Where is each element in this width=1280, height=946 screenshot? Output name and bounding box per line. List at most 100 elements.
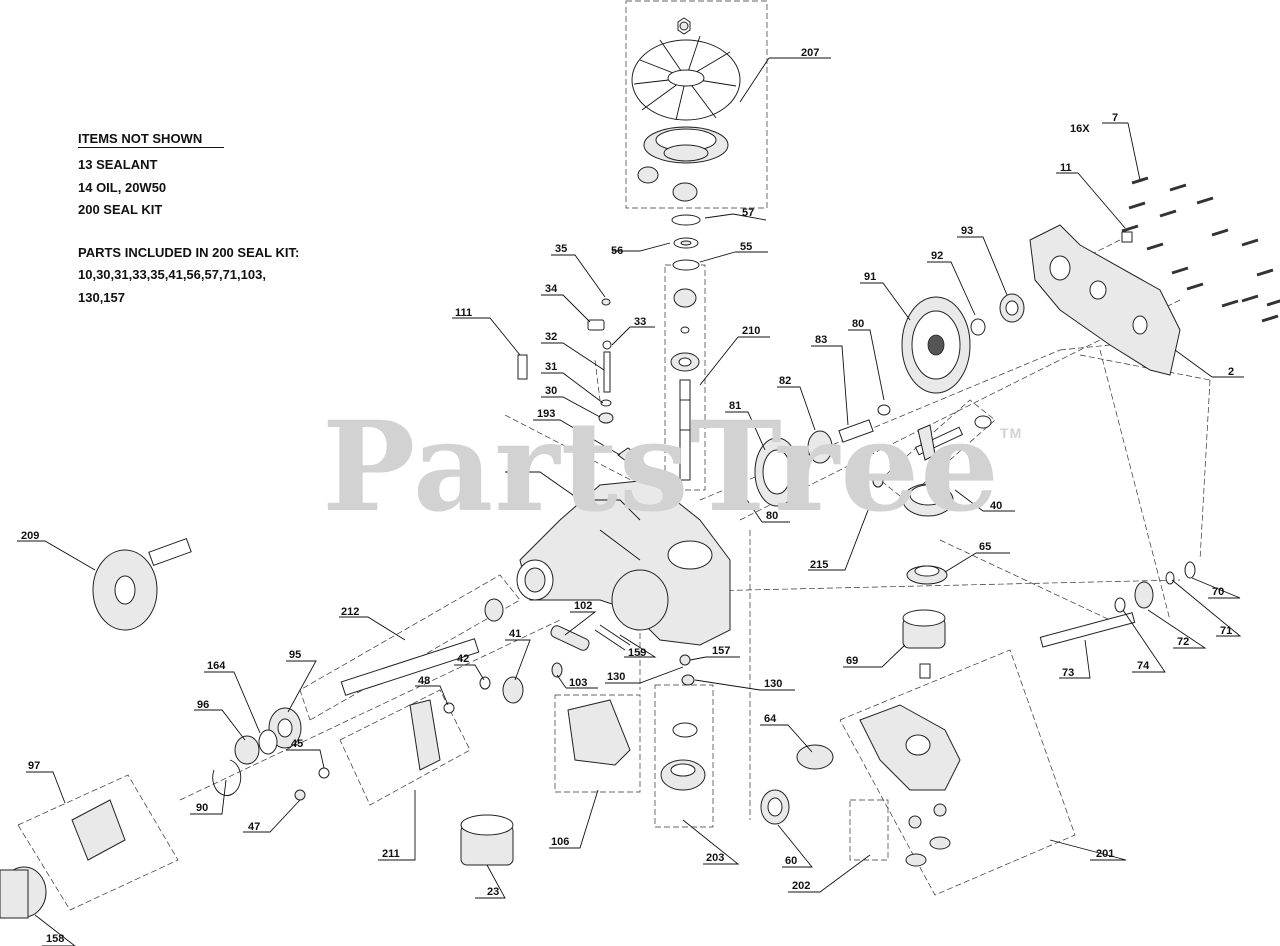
gear-train xyxy=(733,293,1025,507)
callout: 73 xyxy=(1062,667,1074,679)
callout-labels: 207 16X 7 11 57 56 55 35 34 33 32 111 31… xyxy=(21,47,1234,945)
axle-parts xyxy=(0,537,563,919)
bolt xyxy=(1266,299,1280,307)
callout: 106 xyxy=(551,836,569,848)
callout: 65 xyxy=(979,541,991,553)
bolt xyxy=(1121,224,1139,233)
bolt xyxy=(1241,238,1259,247)
callout: 207 xyxy=(801,47,819,59)
callout: 48 xyxy=(418,675,430,687)
callout: 74 xyxy=(1137,660,1150,672)
callout: 16X xyxy=(1070,123,1090,135)
callout: 102 xyxy=(574,600,592,612)
callout: 97 xyxy=(28,760,40,772)
callout: 55 xyxy=(740,241,752,253)
end-cover xyxy=(1029,224,1181,376)
callout: 57 xyxy=(742,207,754,219)
partstree-watermark: PartsTreeTM xyxy=(322,395,1022,540)
callout: 23 xyxy=(487,886,499,898)
callout: 72 xyxy=(1177,636,1189,648)
callout: 215 xyxy=(810,559,828,571)
callout: 80 xyxy=(852,318,864,330)
callout: 210 xyxy=(742,325,760,337)
callout: 35 xyxy=(555,243,567,255)
callout: 193 xyxy=(537,408,555,420)
callout: 40 xyxy=(990,500,1002,512)
bolt xyxy=(1159,209,1177,218)
callout: 95 xyxy=(289,649,301,661)
callout: 130 xyxy=(607,671,625,683)
callout: 159 xyxy=(628,647,646,659)
callout: 80 xyxy=(766,510,778,522)
shift-assembly xyxy=(872,415,992,517)
fan-pulley-assembly xyxy=(631,17,741,271)
bolt xyxy=(1146,242,1164,251)
callout: 70 xyxy=(1212,586,1224,598)
bolt xyxy=(1211,228,1229,237)
main-housing xyxy=(516,479,731,646)
items-not-shown-heading: ITEMS NOT SHOWN xyxy=(78,131,225,148)
callout: 71 xyxy=(1220,625,1232,637)
callout: 34 xyxy=(545,283,558,295)
valve-body-assembly xyxy=(760,704,961,867)
callout: 91 xyxy=(864,271,876,283)
bolt-set xyxy=(1121,176,1280,323)
bolt xyxy=(1221,299,1239,308)
callout: 164 xyxy=(207,660,226,672)
callout: 93 xyxy=(961,225,973,237)
callout: 92 xyxy=(931,250,943,262)
callout: 209 xyxy=(21,530,39,542)
seal-kit-line: 10,30,31,33,35,41,56,57,71,103, xyxy=(78,267,266,283)
callout: 11 xyxy=(1060,162,1072,174)
note-line: 13 SEALANT xyxy=(78,157,158,172)
bolt xyxy=(1241,294,1259,303)
callout: 103 xyxy=(569,677,587,689)
callout: 157 xyxy=(712,645,730,657)
callout: 47 xyxy=(248,821,260,833)
output-shaft xyxy=(1039,561,1196,648)
callout: 2 xyxy=(1228,366,1234,378)
bolt xyxy=(1256,268,1274,277)
callout: 212 xyxy=(341,606,359,618)
callout: 60 xyxy=(785,855,797,867)
watermark-text: PartsTree xyxy=(322,395,1001,540)
bolt xyxy=(1196,196,1214,205)
callout: 111 xyxy=(455,307,472,319)
callout: 30 xyxy=(545,385,557,397)
callout: 130 xyxy=(764,678,782,690)
trademark-mark: TM xyxy=(1000,425,1023,441)
callout: 64 xyxy=(764,713,777,725)
callout: 96 xyxy=(197,699,209,711)
callout: 69 xyxy=(846,655,858,667)
bolt xyxy=(1186,282,1204,291)
seal-kit-heading: PARTS INCLUDED IN 200 SEAL KIT: xyxy=(78,244,300,260)
callout: 31 xyxy=(545,361,557,373)
callout: 41 xyxy=(509,628,521,640)
callout: 45 xyxy=(291,738,303,750)
callout: 56 xyxy=(611,245,623,257)
callout: 82 xyxy=(779,375,791,387)
seal-kit-line: 130,157 xyxy=(78,289,125,305)
callout: 42 xyxy=(457,653,469,665)
callout: 33 xyxy=(634,316,646,328)
callout: 7 xyxy=(1112,112,1118,124)
callout: 1 xyxy=(508,461,514,473)
note-line: 200 SEAL KIT xyxy=(78,202,163,218)
bolt xyxy=(1169,183,1187,192)
bolt xyxy=(1171,266,1189,275)
callout: 201 xyxy=(1096,848,1114,860)
callout: 32 xyxy=(545,331,557,343)
callout: 211 xyxy=(382,848,400,860)
callout: 90 xyxy=(196,802,208,814)
input-shaft xyxy=(670,288,700,481)
note-line: 14 OIL, 20W50 xyxy=(78,179,167,195)
callout: 158 xyxy=(46,933,64,945)
bolt xyxy=(1131,176,1149,185)
leader-lines xyxy=(17,57,1244,946)
control-parts xyxy=(517,298,639,465)
callout: 202 xyxy=(792,880,810,892)
callout: 83 xyxy=(815,334,827,346)
brake-parts xyxy=(550,624,706,791)
notes-block: ITEMS NOT SHOWN 13 SEALANT 14 OIL, 20W50… xyxy=(78,128,299,310)
